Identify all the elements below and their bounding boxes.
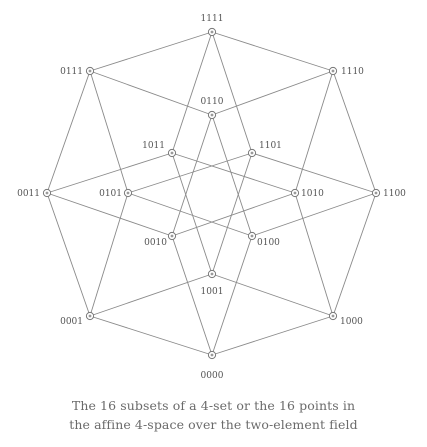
edge-0100-1100 xyxy=(251,192,377,237)
vertex-dot-1101 xyxy=(250,151,254,155)
edge-0110-0111 xyxy=(89,70,213,116)
edge-0001-1001 xyxy=(89,273,213,317)
edge-0010-1010 xyxy=(171,192,296,237)
caption-line-1: The 16 subsets of a 4-set or the 16 poin… xyxy=(71,398,356,413)
vertex-label-1000: 1000 xyxy=(340,317,363,327)
edge-1010-1011 xyxy=(171,152,296,194)
vertex-label-1101: 1101 xyxy=(259,141,282,151)
vertex-dot-0010 xyxy=(170,234,174,238)
vertex-dot-1100 xyxy=(374,191,378,195)
nodes-layer xyxy=(42,27,381,360)
vertex-dot-0111 xyxy=(88,69,92,73)
edge-1110-1111 xyxy=(211,31,334,72)
figure-caption: The 16 subsets of a 4-set or the 16 poin… xyxy=(0,396,427,434)
edge-1001-1101 xyxy=(211,152,253,275)
vertex-dot-0101 xyxy=(126,191,130,195)
edge-1101-1111 xyxy=(211,31,253,154)
edge-1100-1110 xyxy=(332,70,377,194)
vertex-label-0110: 0110 xyxy=(201,97,224,107)
vertex-dot-0001 xyxy=(88,314,92,318)
edge-0100-0110 xyxy=(211,114,253,237)
edge-0101-0111 xyxy=(89,70,129,194)
edge-1000-1010 xyxy=(294,192,334,317)
vertex-label-1100: 1100 xyxy=(383,189,406,199)
edge-0000-0001 xyxy=(89,315,213,356)
edge-0010-0110 xyxy=(171,114,213,237)
edge-1011-1111 xyxy=(171,31,213,154)
labels-layer: 1111 0111 1110 0110 1011 1101 0011 0101 1010 1100… xyxy=(17,14,406,381)
vertex-dot-1110 xyxy=(331,69,335,73)
edge-0111-1111 xyxy=(89,31,213,72)
vertex-label-1111: 1111 xyxy=(201,14,224,24)
vertex-label-0111: 0111 xyxy=(60,67,83,77)
vertex-label-1010: 1010 xyxy=(301,189,324,199)
edge-0000-0010 xyxy=(171,235,213,356)
vertex-label-1110: 1110 xyxy=(341,67,364,77)
edge-0000-0100 xyxy=(211,235,253,356)
vertex-label-1001: 1001 xyxy=(201,287,224,297)
vertex-dot-1011 xyxy=(170,151,174,155)
vertex-dot-0011 xyxy=(45,191,49,195)
edge-0100-0101 xyxy=(127,192,253,237)
vertex-label-0011: 0011 xyxy=(17,189,40,199)
vertex-dot-1001 xyxy=(210,272,214,276)
edge-1000-1100 xyxy=(332,192,377,317)
edge-0001-0011 xyxy=(46,192,91,317)
edge-0101-1101 xyxy=(127,152,253,194)
edge-1100-1101 xyxy=(251,152,377,194)
vertex-dot-1000 xyxy=(331,314,335,318)
vertex-label-1011: 1011 xyxy=(142,141,165,151)
edge-0011-1011 xyxy=(46,152,173,194)
edge-1010-1110 xyxy=(294,70,334,194)
vertex-dot-0000 xyxy=(210,353,214,357)
vertex-dot-1111 xyxy=(210,30,214,34)
edge-1001-1011 xyxy=(171,152,213,275)
edge-0110-1110 xyxy=(211,70,334,116)
edge-0011-0111 xyxy=(46,70,91,194)
edge-0000-1000 xyxy=(211,315,334,356)
edge-0001-0101 xyxy=(89,192,129,317)
vertex-label-0000: 0000 xyxy=(201,371,224,381)
vertex-dot-0110 xyxy=(210,113,214,117)
vertex-dot-1010 xyxy=(293,191,297,195)
vertex-label-0100: 0100 xyxy=(257,238,280,248)
caption-line-2: the affine 4-space over the two-element … xyxy=(69,417,358,432)
vertex-dot-0100 xyxy=(250,234,254,238)
edge-1000-1001 xyxy=(211,273,334,317)
vertex-label-0101: 0101 xyxy=(99,189,122,199)
vertex-label-0001: 0001 xyxy=(60,317,83,327)
edge-0010-0011 xyxy=(46,192,173,237)
vertex-label-0010: 0010 xyxy=(144,238,167,248)
edges-layer xyxy=(46,31,377,356)
